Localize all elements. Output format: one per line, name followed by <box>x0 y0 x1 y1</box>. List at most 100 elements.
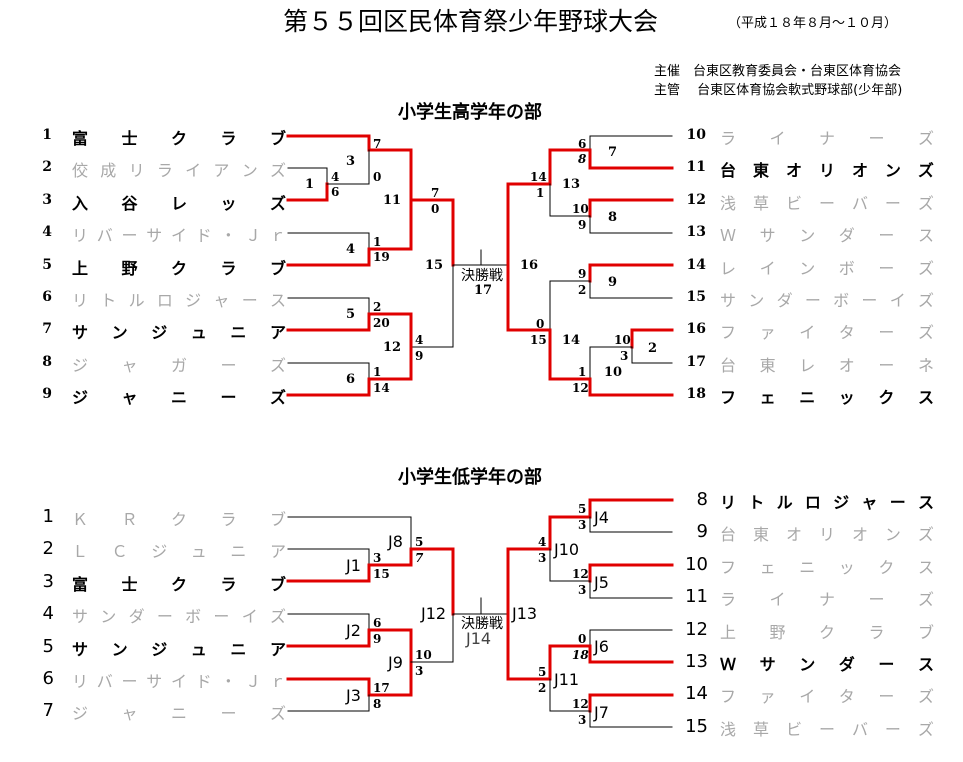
team-seed: 13 <box>686 224 706 241</box>
team-seed: 6 <box>42 289 52 305</box>
organizer-text: 主催 台東区教育委員会・台東区体育協会 <box>654 64 902 79</box>
final-game-number: 17 <box>474 283 493 298</box>
team-seed: 11 <box>686 159 706 176</box>
team-seed: 12 <box>685 618 708 640</box>
team-seed: 15 <box>686 289 706 305</box>
score: 20 <box>373 316 390 330</box>
team-seed: 1 <box>42 506 54 527</box>
team-name: 台東オリオンズ <box>720 161 934 181</box>
score: 4 <box>331 170 340 184</box>
score: 1 <box>373 365 382 379</box>
game-number: 11 <box>383 193 402 208</box>
team-seed: 10 <box>686 127 706 143</box>
upper-section-title: 小学生高学年の部 <box>398 102 542 123</box>
team-name: サンダーボーイズ <box>72 607 286 627</box>
team-seed: 8 <box>42 353 52 370</box>
game-number: 12 <box>383 340 402 355</box>
score: 12 <box>572 697 589 711</box>
game-number: 8 <box>608 210 618 225</box>
game-number: 4 <box>346 242 356 257</box>
team-seed: 13 <box>685 651 708 672</box>
score: 15 <box>530 333 547 347</box>
team-name: リトルロジャース <box>72 291 286 310</box>
score: 0 <box>536 317 545 331</box>
score: 3 <box>373 551 382 565</box>
team-name: サンジュニア <box>72 639 286 659</box>
team-name: 富士クラブ <box>72 574 286 594</box>
score: 3 <box>538 551 547 565</box>
game-number: 5 <box>346 307 356 322</box>
team-seed: 9 <box>42 386 52 403</box>
period-text: （平成１８年８月～１０月） <box>728 16 898 31</box>
score: 17 <box>373 681 390 695</box>
team-seed: 3 <box>42 191 52 208</box>
game-number: 2 <box>648 341 658 356</box>
game-number: 9 <box>608 275 618 290</box>
team-seed: 11 <box>685 586 708 608</box>
score: 2 <box>538 681 547 695</box>
team-seed: 9 <box>696 521 708 543</box>
score: 9 <box>578 267 587 281</box>
game-number: J2 <box>346 621 361 640</box>
team-seed: 7 <box>42 321 52 338</box>
team-name: ファイターズ <box>720 323 934 343</box>
team-seed: 5 <box>42 256 52 273</box>
score: 2 <box>578 283 587 297</box>
score: 10 <box>614 333 631 347</box>
game-number: J3 <box>346 686 361 705</box>
team-name: 台東レオーネ <box>720 355 934 375</box>
score: 0 <box>431 202 440 216</box>
score: 15 <box>373 567 390 581</box>
game-number: 6 <box>346 372 356 387</box>
score: 5 <box>578 502 587 516</box>
score: 19 <box>373 250 390 264</box>
team-name: サンダーボーイズ <box>720 291 934 310</box>
team-name: フェニックス <box>720 388 934 408</box>
game-number: 15 <box>425 258 444 273</box>
team-name: ライナーズ <box>720 129 934 148</box>
score: 1 <box>536 186 545 200</box>
score: 0 <box>578 632 587 646</box>
team-name: ジャガーズ <box>72 355 286 375</box>
game-number: 1 <box>305 177 315 192</box>
team-seed: 10 <box>685 553 708 575</box>
game-number: 16 <box>520 258 539 273</box>
score: 0 <box>373 170 382 184</box>
game-number: J8 <box>388 532 403 551</box>
team-name: 台東オリオンズ <box>720 525 934 545</box>
score: 3 <box>620 349 629 363</box>
score: 9 <box>373 632 382 646</box>
team-seed: 6 <box>42 668 54 689</box>
game-number: J7 <box>594 703 609 722</box>
team-seed: 1 <box>42 127 52 143</box>
team-name: 佼成リライアンズ <box>72 161 286 181</box>
score: 9 <box>415 349 424 363</box>
score: 8 <box>373 697 382 711</box>
final-game-number: J14 <box>466 629 492 648</box>
game-number: J10 <box>554 540 580 559</box>
team-name: 上野クラブ <box>72 258 286 278</box>
score: 7 <box>431 186 440 200</box>
team-name: 浅草ビーバーズ <box>720 193 934 213</box>
team-name: リトルロジャース <box>720 493 934 512</box>
team-seed: 3 <box>42 570 54 592</box>
score: 9 <box>578 218 587 232</box>
game-number: 7 <box>608 145 618 160</box>
team-name: ジャニーズ <box>72 388 286 408</box>
score: 1 <box>578 365 587 379</box>
score: 14 <box>530 170 547 184</box>
team-seed: 16 <box>686 321 706 338</box>
team-name: フェニックス <box>720 557 934 577</box>
game-number: 14 <box>562 333 581 348</box>
game-number: 13 <box>562 177 581 192</box>
team-name: 浅草ビーバーズ <box>720 719 934 739</box>
score: 4 <box>538 535 547 549</box>
game-number: J1 <box>346 556 361 575</box>
team-seed: 15 <box>685 715 708 737</box>
team-name: ファイターズ <box>720 687 934 707</box>
game-number: J6 <box>594 637 609 656</box>
score: 7 <box>373 137 382 151</box>
